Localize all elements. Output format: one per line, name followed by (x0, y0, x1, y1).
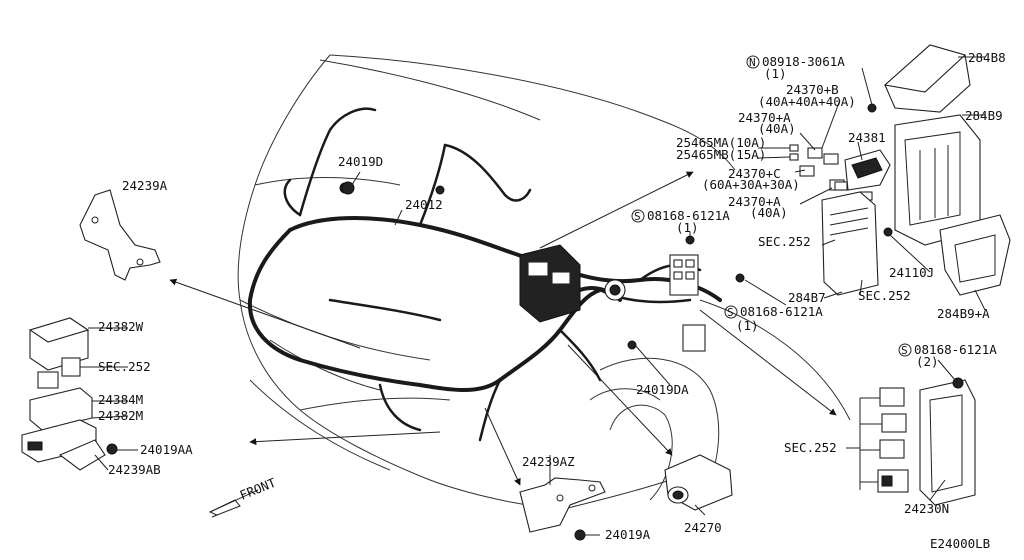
ipdm-box (519, 244, 626, 323)
label-24370a-top-spec: (40A) (758, 121, 796, 136)
label-24384m: 24384M (98, 392, 143, 407)
label-sec252-a: SEC.252 (758, 234, 811, 249)
front-direction-indicator: FRONT (208, 475, 279, 518)
label-24239az: 24239AZ (522, 454, 575, 469)
label-24110j: 24110J (889, 265, 934, 280)
label-24270: 24270 (684, 520, 722, 535)
s-marker-c: S (901, 344, 908, 357)
label-25465ma: 25465MA(10A) (676, 135, 766, 150)
bracket-24239a (79, 189, 161, 281)
label-24019aa: 24019AA (140, 442, 193, 457)
s-marker-b: S (727, 306, 734, 319)
s-marker-a: S (634, 210, 641, 223)
label-24370b: 24370+B (786, 82, 839, 97)
label-25465mb: 25465MB(15A) (676, 147, 766, 162)
reference-arrows (169, 171, 837, 486)
label-08168-a-qty: (1) (676, 220, 699, 235)
label-24012: 24012 (405, 197, 443, 212)
label-284b8: 284B8 (968, 50, 1006, 65)
fusible-link-cluster (789, 103, 891, 201)
label-24382w: 24382W (98, 319, 144, 334)
relay-block-harness (669, 254, 706, 352)
label-sec252-c: SEC.252 (98, 359, 151, 374)
front-label: FRONT (238, 475, 279, 503)
label-24239ab: 24239AB (108, 462, 161, 477)
label-24382m: 24382M (98, 408, 143, 423)
relay-bracket-24230n (877, 377, 976, 506)
clip-24019d (341, 181, 355, 195)
label-sec252-b: SEC.252 (858, 288, 911, 303)
label-24230n: 24230N (904, 501, 949, 516)
label-24370a-bot: 24370+A (728, 194, 781, 209)
engine-room-harness (247, 107, 722, 442)
protector-24270 (664, 454, 733, 511)
label-24019da: 24019DA (636, 382, 689, 397)
leader-lines (80, 56, 986, 536)
label-24370a-bot-spec: (40A) (750, 205, 788, 220)
label-24370c: 24370+C (728, 166, 781, 181)
label-24019a: 24019A (605, 527, 651, 542)
label-sec252-d: SEC.252 (784, 440, 837, 455)
label-24239a: 24239A (122, 178, 168, 193)
n-marker: N (749, 56, 756, 69)
label-08168-c: 08168-6121A (914, 342, 997, 357)
part-labels: 284B8 08918-3061A (1) 24370+B (40A+40A+4… (98, 50, 1006, 551)
fuse-box-284b9 (883, 44, 1011, 296)
label-24370a-top: 24370+A (738, 110, 791, 125)
marker-symbols: N S S S (631, 55, 912, 357)
label-284b9: 284B9 (965, 108, 1003, 123)
label-08168-c-qty: (2) (916, 354, 939, 369)
label-08918: 08918-3061A (762, 54, 845, 69)
module-284b7 (821, 191, 893, 296)
left-relay-cluster (21, 317, 118, 471)
diagram-id-label: E24000LB (930, 536, 990, 551)
label-284b7: 284B7 (788, 290, 826, 305)
bracket-24239az (519, 477, 606, 541)
label-08168-a: 08168-6121A (647, 208, 730, 223)
label-24370b-spec: (40A+40A+40A) (758, 94, 856, 109)
label-08168-b: 08168-6121A (740, 304, 823, 319)
label-24381: 24381 (848, 130, 886, 145)
label-24019d: 24019D (338, 154, 383, 169)
label-08918-qty: (1) (764, 66, 787, 81)
label-08168-b-qty: (1) (736, 318, 759, 333)
label-284b9a: 284B9+A (937, 306, 990, 321)
label-24370c-spec: (60A+30A+30A) (702, 177, 800, 192)
